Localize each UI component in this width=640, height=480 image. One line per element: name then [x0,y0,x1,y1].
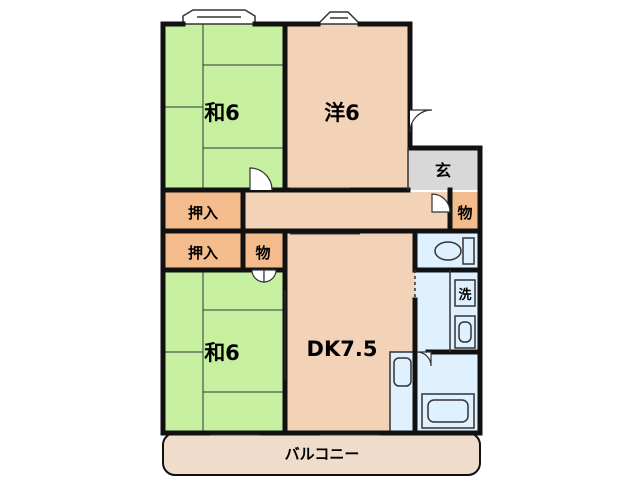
window-washitsu-upper [182,9,256,25]
youshitsu-floor [285,24,410,190]
bathtub-icon [421,393,475,429]
label-oshiire-upper: 押入 [188,204,218,222]
kitchen-counter [389,351,416,434]
tatami-lines-upper [163,24,285,190]
oshiire-upper-floor [163,192,243,230]
oshiire-lower-floor [163,232,243,270]
sliding-tracks [210,187,380,436]
label-balcony: バルコニー [285,445,360,463]
label-sentaku: 洗 [458,287,471,303]
mono-hall-floor [450,192,480,230]
label-youshitsu: 洋6 [324,101,360,125]
tatami-lines-lower [163,270,285,433]
sink-icon [454,315,476,349]
washer-space [454,279,476,307]
thin-lines [407,148,451,352]
label-washitsu-upper: 和6 [204,101,240,125]
label-dk: DK7.5 [307,337,378,361]
label-mono-hall: 物 [457,204,472,222]
label-mono-lower: 物 [255,244,270,262]
label-genkan: 玄 [435,161,451,180]
hall-floor [243,192,450,230]
label-oshiire-lower: 押入 [188,244,218,262]
label-washitsu-lower: 和6 [204,341,240,365]
toilet-icon [434,237,475,265]
mono-lower-floor [243,232,285,270]
window-youshitsu [316,11,362,25]
doors [249,109,451,367]
genkan-floor [408,148,480,190]
